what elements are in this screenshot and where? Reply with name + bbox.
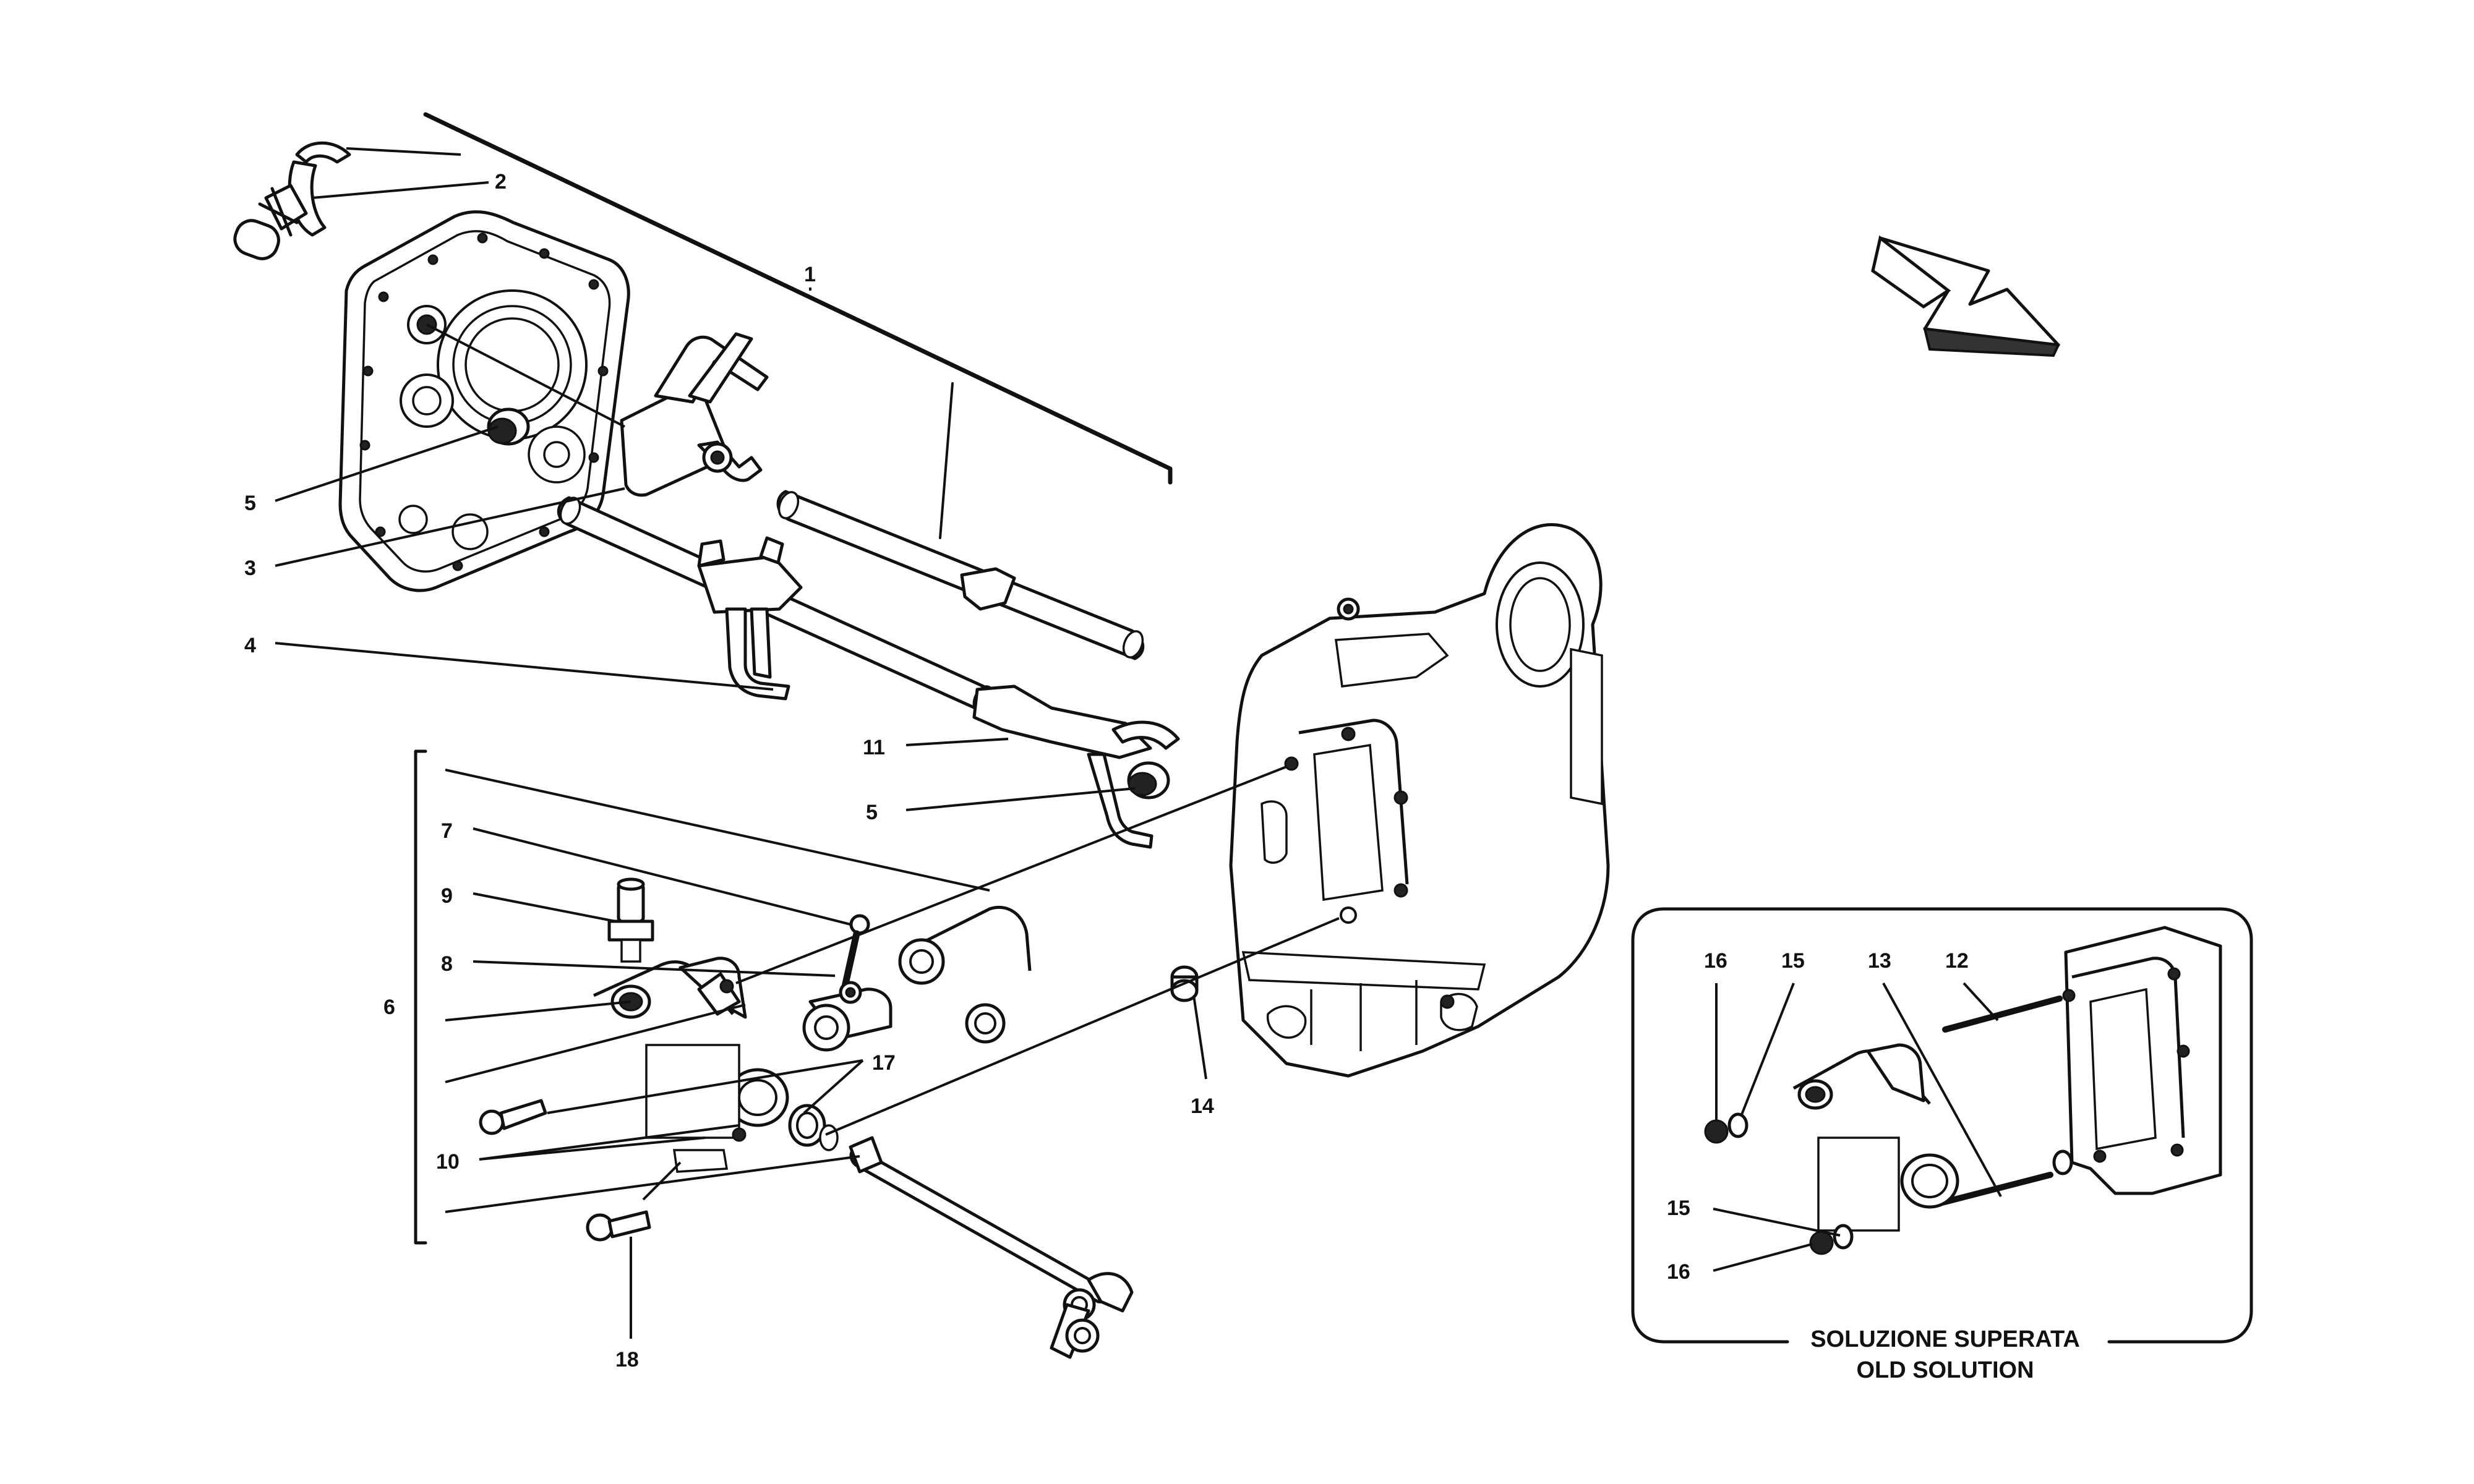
callout-4: 4 bbox=[244, 634, 256, 657]
selector-lever-part bbox=[898, 905, 1032, 1044]
callout-8: 8 bbox=[441, 952, 453, 976]
callout-11: 11 bbox=[863, 736, 885, 759]
inset-callout-16-top: 16 bbox=[1704, 949, 1727, 973]
callout-17: 17 bbox=[872, 1051, 896, 1075]
selector-fork-4 bbox=[697, 536, 803, 701]
callout-2: 2 bbox=[495, 170, 507, 194]
callout-1: 1 bbox=[804, 263, 816, 286]
assembly-6-bracket bbox=[414, 749, 427, 1245]
inset-caption-italian: SOLUZIONE SUPERATA bbox=[1810, 1326, 2080, 1352]
bolt-part-7 bbox=[841, 914, 870, 993]
sensor-part-9 bbox=[607, 877, 654, 963]
fork-part-2 bbox=[233, 141, 351, 260]
callout-3: 3 bbox=[244, 556, 256, 580]
seal-ring-part bbox=[788, 1104, 839, 1151]
bolt-part-18 bbox=[586, 1210, 651, 1242]
callout-10: 10 bbox=[436, 1150, 460, 1174]
inset-callout-12: 12 bbox=[1945, 949, 1969, 973]
direction-arrow-icon bbox=[1871, 235, 2060, 357]
old-solution-inset: 16 15 13 12 15 16 SOLUZIONE SUPERATA OLD… bbox=[1631, 907, 2253, 1383]
callout-5-bottom: 5 bbox=[866, 801, 878, 824]
callout-18: 18 bbox=[615, 1348, 639, 1371]
shaft-part-main bbox=[849, 1136, 1134, 1359]
gearbox-housing bbox=[1229, 523, 1610, 1078]
callout-9: 9 bbox=[441, 884, 453, 908]
selector-fork-3 bbox=[620, 332, 769, 497]
callout-6: 6 bbox=[383, 996, 395, 1019]
shift-rod-upper bbox=[776, 490, 1145, 660]
inset-callout-13: 13 bbox=[1868, 949, 1891, 973]
bolt-part-17 bbox=[479, 1099, 547, 1135]
inset-callout-16-bottom: 16 bbox=[1667, 1260, 1690, 1284]
callout-labels: 1 2 5 3 4 11 5 6 7 9 8 17 10 14 18 bbox=[244, 170, 1214, 1371]
leader-lines bbox=[275, 147, 1340, 1339]
callout-7: 7 bbox=[441, 819, 453, 843]
link-part-8 bbox=[802, 981, 892, 1052]
inset-callout-15-top: 15 bbox=[1781, 949, 1805, 973]
callout-14: 14 bbox=[1191, 1094, 1214, 1118]
inset-caption-english: OLD SOLUTION bbox=[1856, 1357, 2034, 1383]
assembly-1-bracket bbox=[423, 112, 1173, 539]
callout-5-top: 5 bbox=[244, 492, 256, 515]
inset-callout-15-bottom: 15 bbox=[1667, 1196, 1690, 1220]
selector-fork-11 bbox=[972, 684, 1180, 849]
